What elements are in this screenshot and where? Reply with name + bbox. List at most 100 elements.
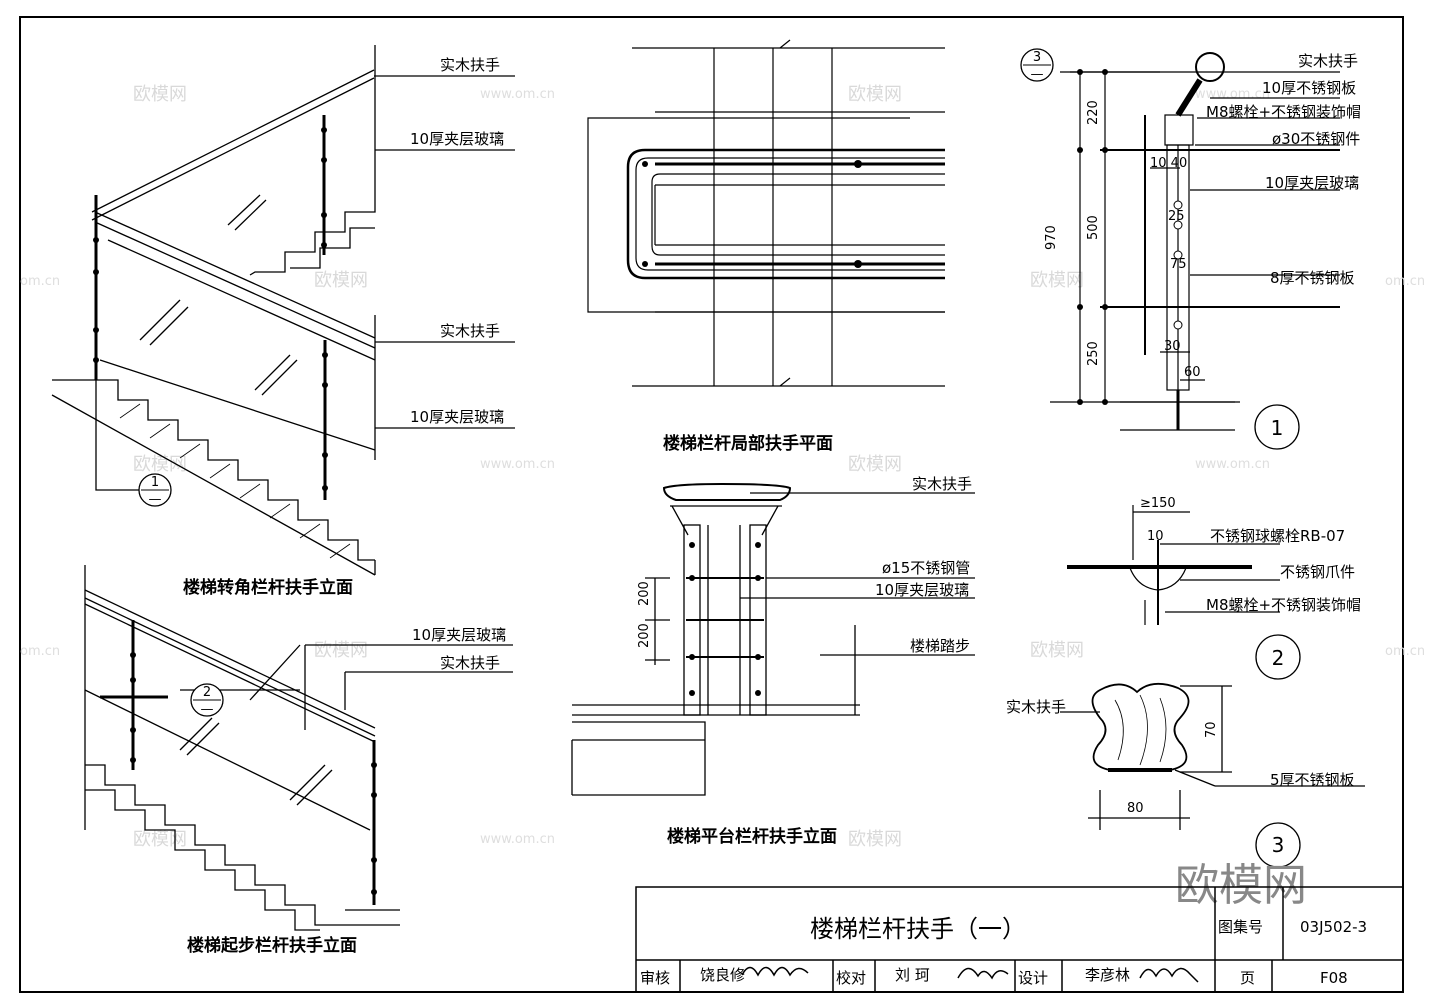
label-steel-part: ø30不锈钢件 [1272, 130, 1360, 148]
label-wood-handrail: 实木扶手 [1006, 698, 1066, 716]
detail-1-fixings [1077, 69, 1108, 405]
watermark-url: www.om.cn [480, 457, 555, 472]
watermark-text: 欧模网 [848, 454, 902, 475]
label-steel-plate-8: 8厚不锈钢板 [1270, 269, 1355, 287]
dim-970: 970 [1044, 225, 1059, 250]
watermark-text: 欧模网 [848, 829, 902, 850]
svg-text:—: — [201, 702, 214, 717]
label-m8-bolt: M8螺栓+不锈钢装饰帽 [1206, 596, 1361, 614]
watermark-url: www.om.cn [1195, 457, 1270, 472]
label-wood-handrail: 实木扶手 [440, 56, 500, 74]
label-wood-handrail: 实木扶手 [912, 475, 972, 493]
svg-text:3: 3 [1033, 50, 1041, 65]
dim-75: 75 [1170, 257, 1187, 272]
detail-number-3: 3 [1255, 822, 1301, 868]
label-steel-pipe: ø15不锈钢管 [882, 559, 970, 577]
detail-marker-2: 2 — [190, 683, 224, 717]
detail-number-2: 2 [1255, 634, 1301, 680]
watermark-url: om.cn [20, 644, 60, 659]
svg-text:3: 3 [1272, 833, 1285, 857]
start-elevation [84, 565, 513, 931]
platform-fittings [689, 542, 761, 696]
watermark-text: 欧模网 [133, 829, 187, 850]
svg-text:2: 2 [1272, 646, 1285, 670]
svg-text:1: 1 [1271, 416, 1284, 440]
signatures [741, 966, 1199, 983]
label-steel-claw: 不锈钢爪件 [1280, 563, 1355, 581]
label-ball-bolt: 不锈钢球螺栓RB-07 [1210, 527, 1345, 545]
review-label: 审核 [640, 969, 670, 987]
label-m8-bolt: M8螺栓+不锈钢装饰帽 [1206, 103, 1361, 121]
start-post-fittings [130, 652, 377, 895]
reviewer-name: 饶良修 [700, 966, 745, 984]
dim-70: 70 [1204, 721, 1219, 738]
page-number: F08 [1320, 969, 1348, 987]
watermark-url: www.om.cn [1195, 87, 1270, 102]
dim-150: ≥150 [1140, 496, 1176, 511]
label-glass: 10厚夹层玻璃 [412, 626, 506, 644]
corner-elevation [51, 45, 515, 576]
dim-250: 250 [1086, 341, 1101, 366]
watermark-text: 欧模网 [314, 640, 368, 661]
watermark-text: 欧模网 [314, 270, 368, 291]
label-steel-plate: 10厚不锈钢板 [1262, 79, 1356, 97]
post-fittings [93, 127, 328, 491]
detail-number-1: 1 [1254, 404, 1300, 450]
dim-10: 10 [1147, 529, 1164, 544]
detail-marker-3: 3 — [1020, 48, 1054, 82]
title-corner-elevation: 楼梯转角栏杆扶手立面 [183, 577, 353, 598]
label-glass: 10厚夹层玻璃 [1265, 174, 1359, 192]
designer-name: 李彦林 [1085, 966, 1130, 984]
label-glass: 10厚夹层玻璃 [875, 581, 969, 599]
atlas-label: 图集号 [1218, 918, 1263, 936]
detail-2-section [1067, 505, 1280, 625]
label-glass: 10厚夹层玻璃 [410, 408, 504, 426]
title-platform-elevation: 楼梯平台栏杆扶手立面 [667, 826, 837, 847]
label-wood-handrail: 实木扶手 [1298, 52, 1358, 70]
label-glass: 10厚夹层玻璃 [410, 130, 504, 148]
svg-text:—: — [1031, 67, 1044, 82]
atlas-number: 03J502-3 [1300, 918, 1367, 936]
dim-80: 80 [1127, 801, 1144, 816]
detail-3-section [1060, 682, 1365, 830]
watermark-text: 欧模网 [1030, 640, 1084, 661]
dim-10-40: 10 40 [1150, 156, 1187, 171]
platform-elevation [571, 482, 975, 796]
plan-fittings [642, 160, 862, 268]
watermark-text: 欧模网 [133, 84, 187, 105]
watermark-url: om.cn [20, 274, 60, 289]
dim-500: 500 [1086, 215, 1101, 240]
dim-60: 60 [1184, 365, 1201, 380]
watermark-text: 欧模网 [848, 84, 902, 105]
dim-30: 30 [1164, 339, 1181, 354]
watermark-brand: 欧模网 [1175, 860, 1307, 911]
watermarks: 欧模网 www.om.cn 欧模网 www.om.cn om.cn 欧模网 欧模… [20, 84, 1425, 850]
check-label: 校对 [836, 969, 866, 987]
page-label: 页 [1240, 969, 1255, 987]
svg-text:1: 1 [151, 475, 159, 490]
label-wood-handrail: 实木扶手 [440, 654, 500, 672]
label-steel-plate-5: 5厚不锈钢板 [1270, 771, 1355, 789]
watermark-text: 欧模网 [133, 454, 187, 475]
watermark-url: www.om.cn [480, 87, 555, 102]
label-stair-step: 楼梯踏步 [910, 637, 970, 655]
checker-name: 刘 珂 [895, 966, 930, 984]
dim-220: 220 [1086, 100, 1101, 125]
sheet-title: 楼梯栏杆扶手（一） [810, 915, 1026, 943]
title-start-elevation: 楼梯起步栏杆扶手立面 [187, 935, 357, 956]
design-label: 设计 [1018, 969, 1048, 987]
detail-1-section [1050, 52, 1340, 431]
watermark-url: om.cn [1385, 274, 1425, 289]
watermark-url: www.om.cn [480, 832, 555, 847]
svg-text:—: — [149, 492, 162, 507]
title-plan: 楼梯栏杆局部扶手平面 [663, 433, 833, 454]
title-block [635, 886, 1404, 993]
handrail-plan [587, 39, 945, 387]
dim-25: 25 [1168, 209, 1185, 224]
watermark-text: 欧模网 [1030, 270, 1084, 291]
watermark-url: om.cn [1385, 644, 1425, 659]
detail-marker-1: 1 — [138, 473, 172, 507]
dim-200: 200 [637, 581, 652, 606]
dim-200: 200 [637, 623, 652, 648]
